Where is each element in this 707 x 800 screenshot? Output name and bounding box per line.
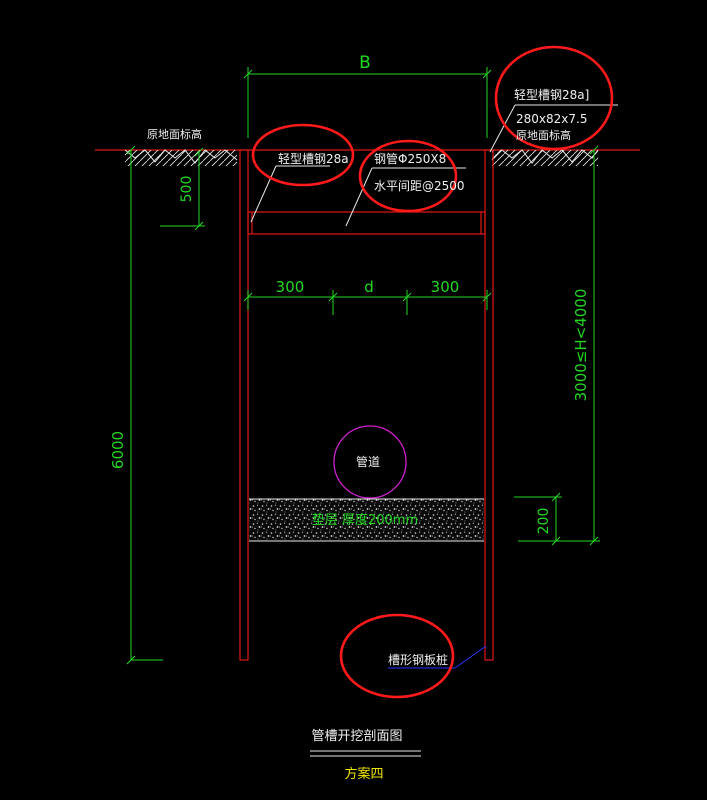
label-sheet-pile: 槽形钢板桩 [388, 652, 448, 667]
soil-hatch-left [124, 149, 238, 166]
label-dim-500: 500 [179, 176, 195, 203]
label-spacing: 水平间距@2500 [374, 179, 465, 193]
label-dim-300-left: 300 [276, 278, 305, 296]
soil-hatch-right [491, 149, 599, 166]
dimension-depth [518, 145, 600, 546]
label-channel-right: 轻型槽钢28a] [514, 88, 589, 102]
label-steel-pipe: 钢管Φ250X8 [374, 151, 446, 166]
label-depth-range: 3000≤H<4000 [572, 289, 590, 402]
label-dim-6000: 6000 [109, 431, 127, 469]
drawing-subtitle: 方案四 [344, 766, 383, 782]
dimension-width-row [243, 290, 492, 315]
sheet-pile-left [239, 149, 249, 661]
highlight-sheet-pile [339, 613, 455, 699]
label-dim-b: B [359, 53, 371, 73]
label-cushion: 垫层 厚度200mm [312, 512, 418, 528]
cushion-layer [249, 498, 484, 542]
dimension-b [243, 67, 492, 138]
highlight-steel-pipe [358, 139, 458, 213]
highlight-channel-right [494, 45, 614, 151]
label-channel-right-size: 280x82x7.5 [516, 112, 587, 126]
steel-pipe-strut [247, 211, 486, 235]
label-ground-left: 原地面标高 [147, 127, 202, 141]
label-channel-left: 轻型槽钢28a [278, 152, 349, 166]
drawing-title: 管槽开挖剖面图 [311, 729, 402, 744]
pipe-circle [333, 425, 407, 499]
label-dim-200: 200 [536, 508, 552, 535]
dimension-6000 [126, 145, 163, 665]
highlight-channel-left [251, 123, 355, 187]
dimension-200 [514, 492, 562, 546]
sheet-pile-right [484, 149, 494, 661]
dimension-500 [160, 147, 205, 231]
label-dim-d: d [364, 278, 374, 296]
label-dim-300-right: 300 [431, 278, 460, 296]
leader-lines [250, 104, 618, 669]
highlight-annotations [251, 45, 614, 699]
label-ground-right: 原地面标高 [516, 128, 571, 142]
label-pipe: 管道 [356, 454, 380, 469]
